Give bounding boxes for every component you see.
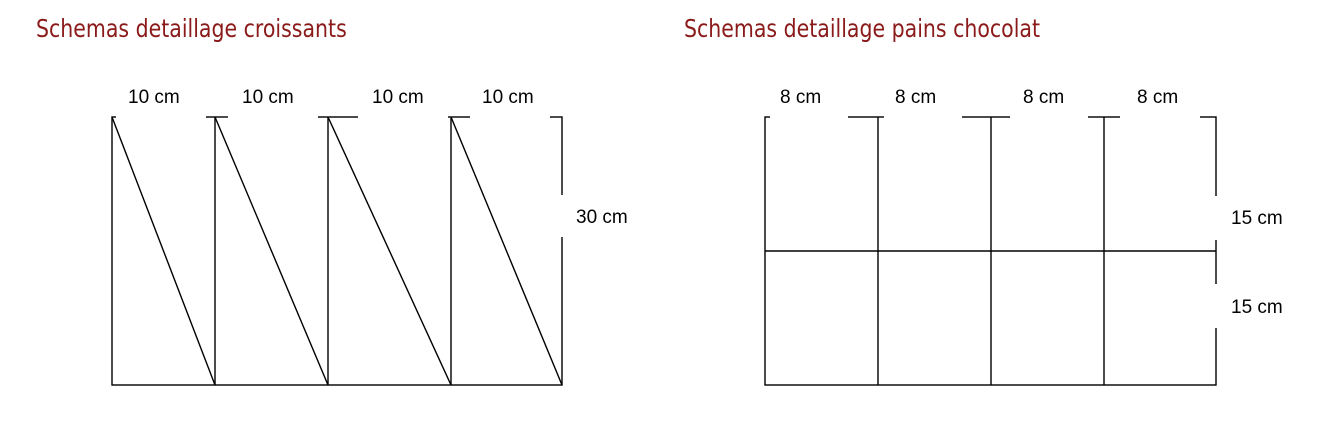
croissants-width-label: 10 cm (372, 87, 424, 108)
pains-chocolat-row-label: 15 cm (1231, 297, 1283, 318)
croissants-diagonal-cut (214, 116, 329, 386)
croissants-width-label: 10 cm (128, 87, 180, 108)
croissants-diagonal-cut (327, 116, 452, 386)
croissants-height-label: 30 cm (576, 207, 628, 228)
pains-chocolat-width-label: 8 cm (780, 87, 822, 108)
pains-chocolat-width-label: 8 cm (895, 87, 937, 108)
pains-chocolat-diagram (764, 113, 1222, 386)
croissants-diagram (111, 113, 568, 386)
pains-chocolat-width-label: 8 cm (1023, 87, 1065, 108)
croissants-title: Schemas detaillage croissants (36, 14, 347, 43)
croissants-width-label: 10 cm (482, 87, 534, 108)
croissants-width-label: 10 cm (242, 87, 294, 108)
croissants-diagonal-cut (111, 116, 216, 386)
pains-chocolat-row-label: 15 cm (1231, 208, 1283, 229)
croissants-diagonal-cut (450, 116, 563, 386)
pains-chocolat-title: Schemas detaillage pains chocolat (684, 14, 1041, 43)
croissants-dough-outline (111, 116, 563, 386)
pains-chocolat-width-label: 8 cm (1137, 87, 1179, 108)
